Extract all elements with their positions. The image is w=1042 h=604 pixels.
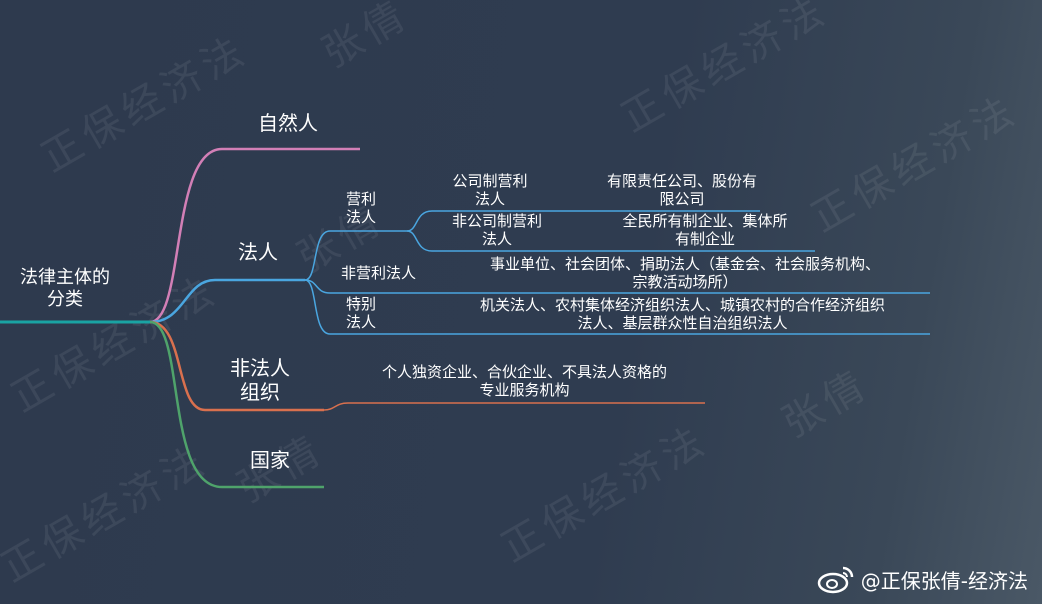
desc-line: 限公司	[659, 190, 705, 208]
unincorporated-desc: 个人独资企业、合伙企业、不具法人资格的 专业服务机构	[352, 363, 697, 399]
desc-line: 事业单位、社会团体、捐助法人（基金会、社会服务机构、	[489, 255, 880, 273]
root-line1: 法律主体的	[20, 267, 110, 288]
credit-text: @正保张倩-经济法	[860, 568, 1028, 593]
special-desc: 机关法人、农村集体经济组织法人、城镇农村的合作经济组织 法人、基层群众性自治组织…	[440, 296, 925, 332]
desc-line: 专业服务机构	[479, 381, 570, 399]
node-line: 营利	[346, 190, 377, 208]
node-line: 法人	[346, 313, 377, 331]
node-special-legal-person: 特别 法人	[346, 295, 376, 331]
weibo-credit: @正保张倩-经济法	[817, 564, 1028, 594]
noncompany-profit-line	[406, 230, 815, 252]
node-nonprofit-legal-person: 非营利法人	[341, 264, 417, 282]
node-state: 国家	[250, 448, 290, 472]
weibo-logo-icon	[817, 566, 854, 594]
root-line2: 分类	[47, 288, 83, 310]
nonprofit-connector	[304, 279, 930, 294]
node-line: 非公司制营利	[451, 212, 542, 230]
node-line: 非法人	[230, 356, 290, 380]
node-noncompany-profit: 非公司制营利 法人	[437, 212, 557, 248]
desc-line: 法人、基层群众性自治组织法人	[577, 314, 788, 332]
desc-line: 有限责任公司、股份有	[606, 172, 757, 190]
node-line: 法人	[474, 190, 505, 208]
node-line: 法人	[346, 208, 377, 226]
company-profit-line	[406, 210, 760, 232]
profit-connector	[304, 230, 407, 281]
node-line: 特别	[346, 295, 377, 313]
noncompany-profit-desc: 全民所有制企业、集体所 有制企业	[600, 212, 810, 248]
node-line: 组织	[240, 380, 280, 404]
company-profit-desc: 有限责任公司、股份有 限公司	[582, 172, 782, 208]
unincorporated-desc-line	[323, 402, 705, 411]
desc-line: 机关法人、农村集体经济组织法人、城镇农村的合作经济组织	[479, 296, 885, 314]
desc-line: 全民所有制企业、集体所	[622, 212, 788, 230]
node-line: 公司制营利	[452, 172, 528, 190]
desc-line: 宗教活动场所）	[632, 273, 738, 291]
node-line: 法人	[481, 230, 512, 248]
state-connector	[149, 320, 324, 489]
special-connector	[304, 279, 930, 335]
node-profit-legal-person: 营利 法人	[346, 190, 376, 226]
desc-line: 有制企业	[674, 230, 735, 248]
node-natural-person: 自然人	[258, 111, 318, 135]
node-legal-person: 法人	[238, 240, 278, 264]
node-unincorporated-org: 非法人 组织	[230, 356, 290, 404]
nonprofit-desc: 事业单位、社会团体、捐助法人（基金会、社会服务机构、 宗教活动场所）	[455, 255, 915, 291]
root-node: 法律主体的 分类	[20, 267, 110, 310]
unincorporated-connector	[149, 320, 324, 412]
natural-connector	[149, 147, 360, 324]
desc-line: 个人独资企业、合伙企业、不具法人资格的	[381, 363, 667, 381]
node-company-profit: 公司制营利 法人	[440, 172, 540, 208]
legal-connector	[149, 278, 305, 324]
